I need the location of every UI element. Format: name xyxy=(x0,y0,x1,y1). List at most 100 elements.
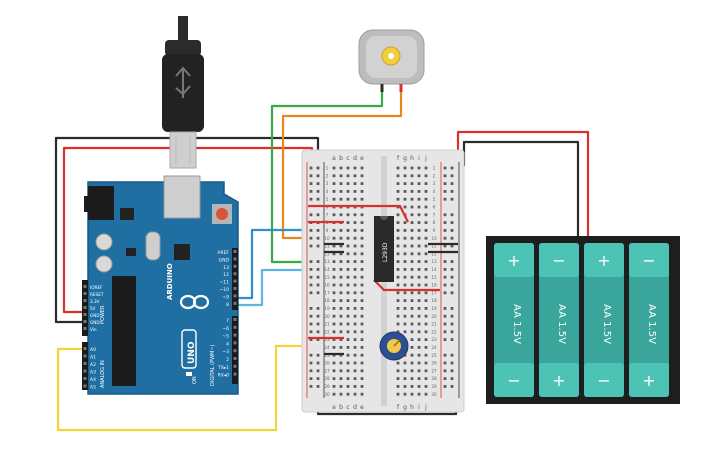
pin-hole[interactable] xyxy=(233,364,237,368)
breadboard-hole[interactable] xyxy=(332,252,336,256)
breadboard-hole[interactable] xyxy=(339,190,343,193)
rail-hole[interactable] xyxy=(316,385,320,388)
breadboard-hole[interactable] xyxy=(410,307,414,310)
rail-hole[interactable] xyxy=(316,291,320,295)
breadboard-hole[interactable] xyxy=(339,299,343,302)
pin-hole[interactable] xyxy=(83,377,87,380)
rail-hole[interactable] xyxy=(309,369,313,373)
breadboard-hole[interactable] xyxy=(424,174,428,178)
wire-yellow-a0[interactable] xyxy=(56,344,340,432)
breadboard-hole[interactable] xyxy=(346,213,350,217)
breadboard-hole[interactable] xyxy=(332,190,336,193)
rail-hole[interactable] xyxy=(443,314,447,318)
breadboard-hole[interactable] xyxy=(360,314,364,318)
pin-hole[interactable] xyxy=(233,318,237,321)
rail-hole[interactable] xyxy=(316,314,320,318)
jumper-red-3[interactable] xyxy=(373,279,440,292)
breadboard-hole[interactable] xyxy=(346,314,350,318)
breadboard-hole[interactable] xyxy=(424,182,428,185)
breadboard-hole[interactable] xyxy=(360,182,364,185)
rail-hole[interactable] xyxy=(443,197,447,201)
breadboard-hole[interactable] xyxy=(339,236,343,240)
breadboard-hole[interactable] xyxy=(417,213,421,217)
breadboard-hole[interactable] xyxy=(417,275,421,279)
breadboard-hole[interactable] xyxy=(417,377,421,380)
breadboard-hole[interactable] xyxy=(424,252,428,256)
breadboard-hole[interactable] xyxy=(410,221,414,224)
breadboard-hole[interactable] xyxy=(353,369,357,373)
breadboard-hole[interactable] xyxy=(424,330,428,334)
breadboard-hole[interactable] xyxy=(339,229,343,232)
breadboard-hole[interactable] xyxy=(360,307,364,310)
breadboard-hole[interactable] xyxy=(332,260,336,263)
rail-hole[interactable] xyxy=(443,236,447,240)
breadboard-hole[interactable] xyxy=(417,197,421,201)
rail-hole[interactable] xyxy=(309,260,313,263)
breadboard-hole[interactable] xyxy=(403,244,407,248)
rail-hole[interactable] xyxy=(316,377,320,380)
pin-hole[interactable] xyxy=(233,333,237,337)
rail-hole[interactable] xyxy=(309,174,313,178)
breadboard-hole[interactable] xyxy=(353,275,357,279)
breadboard-hole[interactable] xyxy=(353,392,357,396)
breadboard-hole[interactable] xyxy=(424,268,428,271)
breadboard-hole[interactable] xyxy=(417,236,421,240)
breadboard-hole[interactable] xyxy=(360,197,364,201)
breadboard-hole[interactable] xyxy=(353,338,357,341)
rail-hole[interactable] xyxy=(316,182,320,185)
battery-pack[interactable]: +−AA 1.5V−+AA 1.5V+−AA 1.5V−+AA 1.5V xyxy=(486,236,680,404)
breadboard-hole[interactable] xyxy=(403,174,407,178)
rail-hole[interactable] xyxy=(450,377,454,380)
rail-hole[interactable] xyxy=(316,213,320,217)
breadboard-hole[interactable] xyxy=(403,190,407,193)
breadboard-hole[interactable] xyxy=(410,283,414,287)
breadboard-hole[interactable] xyxy=(424,392,428,396)
breadboard-hole[interactable] xyxy=(424,353,428,357)
rail-hole[interactable] xyxy=(443,166,447,170)
rail-hole[interactable] xyxy=(450,197,454,201)
breadboard-hole[interactable] xyxy=(339,291,343,295)
breadboard-hole[interactable] xyxy=(403,369,407,373)
rail-hole[interactable] xyxy=(450,236,454,240)
rail-hole[interactable] xyxy=(450,190,454,193)
breadboard-hole[interactable] xyxy=(353,190,357,193)
rail-hole[interactable] xyxy=(450,260,454,263)
pin-hole[interactable] xyxy=(83,384,87,388)
breadboard-hole[interactable] xyxy=(346,197,350,201)
breadboard-hole[interactable] xyxy=(360,236,364,240)
breadboard-hole[interactable] xyxy=(417,353,421,357)
wire-black-gnd[interactable] xyxy=(54,136,320,324)
pin-hole[interactable] xyxy=(233,357,237,360)
breadboard-hole[interactable] xyxy=(353,252,357,256)
breadboard-hole[interactable] xyxy=(396,221,400,224)
rail-hole[interactable] xyxy=(316,283,320,287)
rail-hole[interactable] xyxy=(316,353,320,357)
rail-hole[interactable] xyxy=(316,197,320,201)
breadboard-hole[interactable] xyxy=(339,361,343,365)
breadboard-hole[interactable] xyxy=(424,229,428,232)
breadboard-hole[interactable] xyxy=(417,205,421,209)
breadboard-hole[interactable] xyxy=(346,346,350,349)
breadboard-hole[interactable] xyxy=(332,353,336,357)
breadboard-hole[interactable] xyxy=(403,299,407,302)
rail-hole[interactable] xyxy=(316,275,320,279)
breadboard-hole[interactable] xyxy=(353,346,357,349)
breadboard-hole[interactable] xyxy=(417,322,421,326)
rail-hole[interactable] xyxy=(316,307,320,310)
breadboard-hole[interactable] xyxy=(332,307,336,310)
breadboard-hole[interactable] xyxy=(339,392,343,396)
breadboard-hole[interactable] xyxy=(360,166,364,170)
breadboard-hole[interactable] xyxy=(417,260,421,263)
rail-hole[interactable] xyxy=(443,182,447,185)
rail-hole[interactable] xyxy=(309,244,313,248)
breadboard-hole[interactable] xyxy=(353,322,357,326)
breadboard-hole[interactable] xyxy=(403,197,407,201)
rail-hole[interactable] xyxy=(309,322,313,326)
breadboard-hole[interactable] xyxy=(396,275,400,279)
rail-hole[interactable] xyxy=(316,174,320,178)
breadboard-hole[interactable] xyxy=(332,229,336,232)
rail-hole[interactable] xyxy=(450,322,454,326)
rail-hole[interactable] xyxy=(443,244,447,248)
breadboard-hole[interactable] xyxy=(410,291,414,295)
breadboard-hole[interactable] xyxy=(360,252,364,256)
